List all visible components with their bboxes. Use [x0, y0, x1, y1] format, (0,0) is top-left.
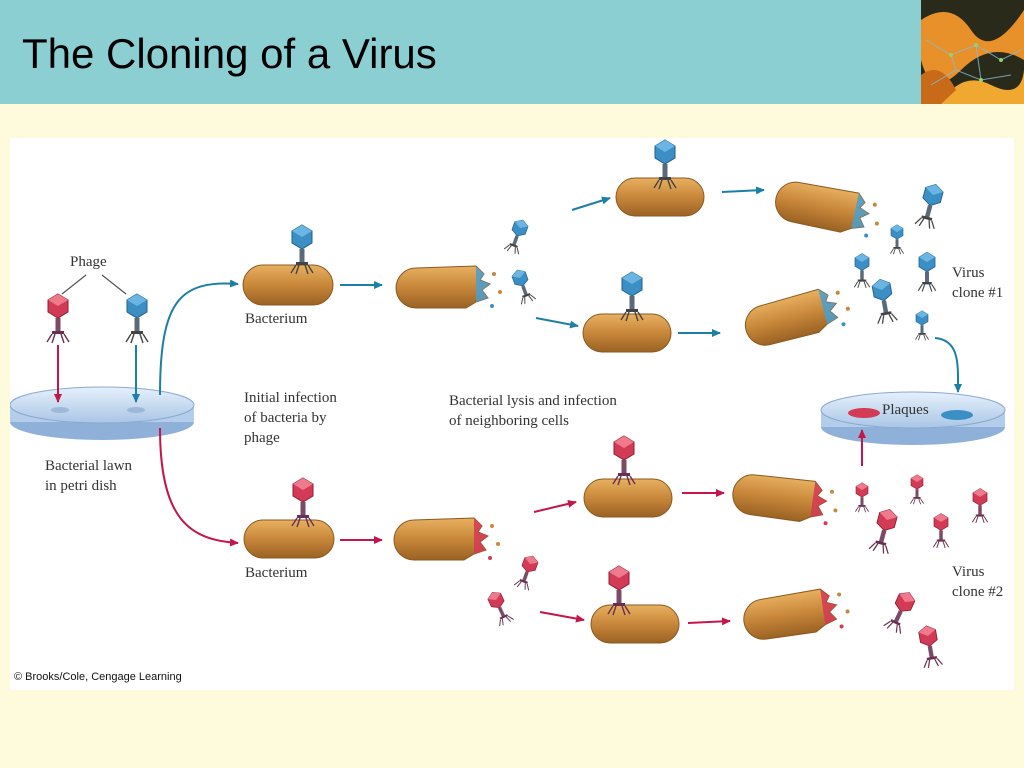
bacterium-bottom-upper	[583, 435, 673, 518]
phage-red-released	[484, 588, 515, 628]
bacterium-top-lower	[582, 271, 672, 353]
label-lysis-1: Bacterial lysis and infection	[449, 393, 617, 409]
slide-title: The Cloning of a Virus	[22, 30, 437, 77]
decorative-molecule-image	[921, 0, 1024, 104]
label-clone1-2: clone #1	[952, 285, 1003, 301]
phage-red-released	[513, 552, 541, 592]
arrow-top-upper	[721, 186, 765, 195]
label-lawn-2: in petri dish	[45, 478, 117, 494]
bacterium-top-infected	[242, 224, 334, 306]
petri-dish-left	[9, 386, 195, 440]
label-bacterium-bottom: Bacterium	[245, 565, 308, 581]
phage-red-initial	[46, 293, 70, 344]
label-lawn-1: Bacterial lawn	[45, 458, 133, 474]
label-plaques: Plaques	[882, 402, 929, 418]
arrow-top-up	[571, 196, 611, 211]
arrow-clone1-to-plaque	[934, 337, 963, 393]
phage-blue-released	[503, 216, 531, 256]
label-initial-infection-2: of bacteria by	[244, 410, 327, 426]
arrow-dish-to-bottom	[159, 427, 239, 547]
label-clone2-1: Virus	[952, 564, 985, 580]
petri-dish-plaques	[820, 391, 1006, 445]
phage-blue-initial	[125, 293, 149, 344]
lysed-bacterium-top-upper	[771, 175, 885, 241]
arrow-dish-to-top	[159, 279, 239, 396]
arrow-bottom-up	[533, 499, 577, 513]
virus-clone-1-phages	[853, 181, 946, 341]
arrow-top-down	[535, 317, 579, 329]
lysed-bacterium-top-lower	[740, 282, 855, 350]
phage-label-lines	[61, 274, 127, 295]
label-initial-infection-1: Initial infection	[244, 390, 337, 406]
label-lysis-2: of neighboring cells	[449, 413, 569, 429]
copyright-credit: © Brooks/Cole, Cengage Learning	[14, 671, 182, 683]
lysed-bacterium-top-1	[395, 265, 503, 309]
arrow-bottom-lower	[687, 617, 731, 626]
arrow-bottom-down	[539, 611, 585, 623]
lysed-bacterium-bottom-lower	[740, 584, 853, 643]
phage-blue-released	[509, 266, 537, 306]
label-phage: Phage	[70, 254, 107, 270]
diagram-panel: Phage Bacterium Bacterium Initial infect…	[9, 138, 1014, 690]
lysed-bacterium-bottom-1	[393, 517, 501, 561]
virus-cloning-diagram: Phage Bacterium Bacterium Initial infect…	[9, 139, 1006, 670]
label-clone2-2: clone #2	[952, 584, 1003, 600]
lysed-bacterium-bottom-upper	[729, 469, 842, 528]
label-initial-infection-3: phage	[244, 430, 280, 446]
bacterium-bottom-infected	[243, 477, 335, 559]
red-plaque	[848, 408, 880, 418]
label-bacterium-top: Bacterium	[245, 311, 308, 327]
blue-plaque	[941, 410, 973, 420]
bacterium-bottom-lower	[590, 565, 680, 644]
label-clone1-1: Virus	[952, 265, 985, 281]
bacterium-top-upper	[615, 139, 705, 217]
title-bar: The Cloning of a Virus	[0, 0, 1024, 104]
